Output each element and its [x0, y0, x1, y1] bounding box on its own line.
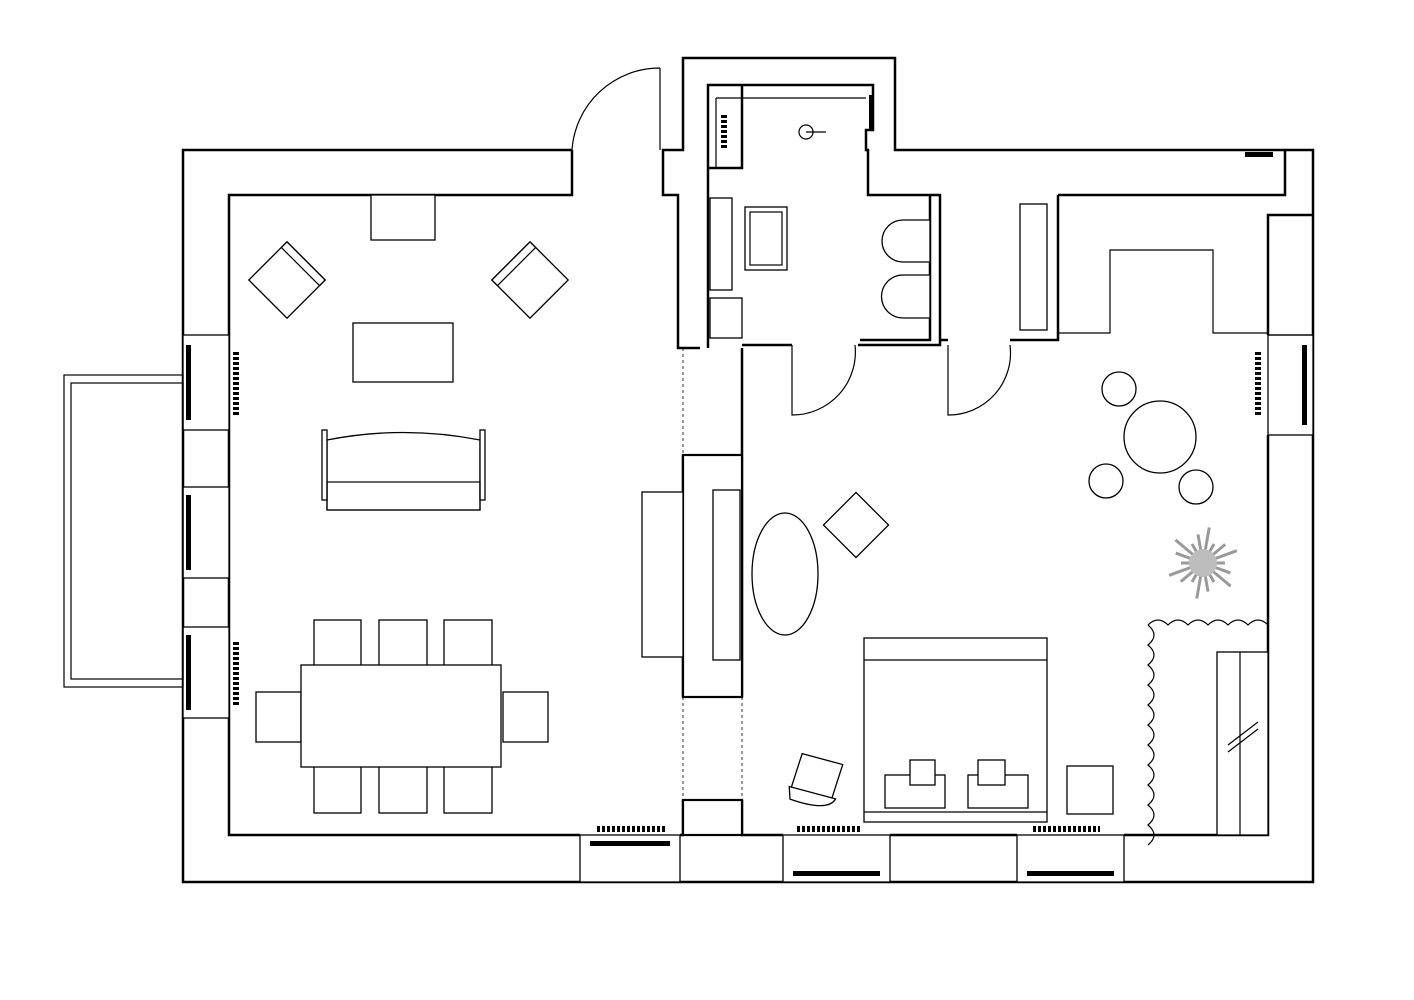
stool [1178, 469, 1214, 505]
desk-chair [788, 752, 844, 807]
armchair-right [490, 240, 570, 320]
bathroom-walls [706, 83, 942, 348]
dining-table [300, 664, 502, 768]
closet-walls [860, 150, 1287, 342]
bathroom-door[interactable] [791, 344, 856, 416]
bed [863, 637, 1048, 823]
coffee-table [352, 322, 454, 383]
toilet [881, 219, 931, 263]
closet-door[interactable] [947, 344, 1012, 416]
closet-shelf [1019, 203, 1048, 331]
sink-basin [749, 211, 783, 266]
entrance-door[interactable] [571, 67, 661, 151]
vanity [709, 197, 733, 291]
ottoman [751, 512, 819, 636]
wall-niche [1267, 214, 1314, 336]
middle-wall-block-lower [681, 798, 744, 837]
kitchen-counter [1058, 249, 1268, 334]
armchair-bedroom [822, 491, 890, 559]
round-table [1123, 400, 1197, 474]
fireplace [370, 194, 436, 241]
nightstand [1066, 765, 1114, 815]
stool [1101, 371, 1137, 407]
curtain [1147, 619, 1269, 846]
plant-icon [1168, 527, 1238, 599]
dining-set [255, 619, 549, 814]
sink [744, 206, 788, 271]
bidet [880, 274, 931, 319]
outer-wall [181, 56, 1315, 884]
radiators [233, 115, 1261, 832]
windows [182, 95, 1314, 883]
wardrobe [1216, 651, 1269, 836]
bathroom-inner-line [715, 97, 866, 168]
wall-cabinet [712, 489, 741, 661]
armchair-left [247, 240, 327, 320]
tv-stand [641, 491, 684, 658]
sofa [321, 429, 486, 511]
bath-cabinet [709, 297, 743, 339]
balcony [63, 374, 184, 688]
stool [1088, 463, 1124, 499]
